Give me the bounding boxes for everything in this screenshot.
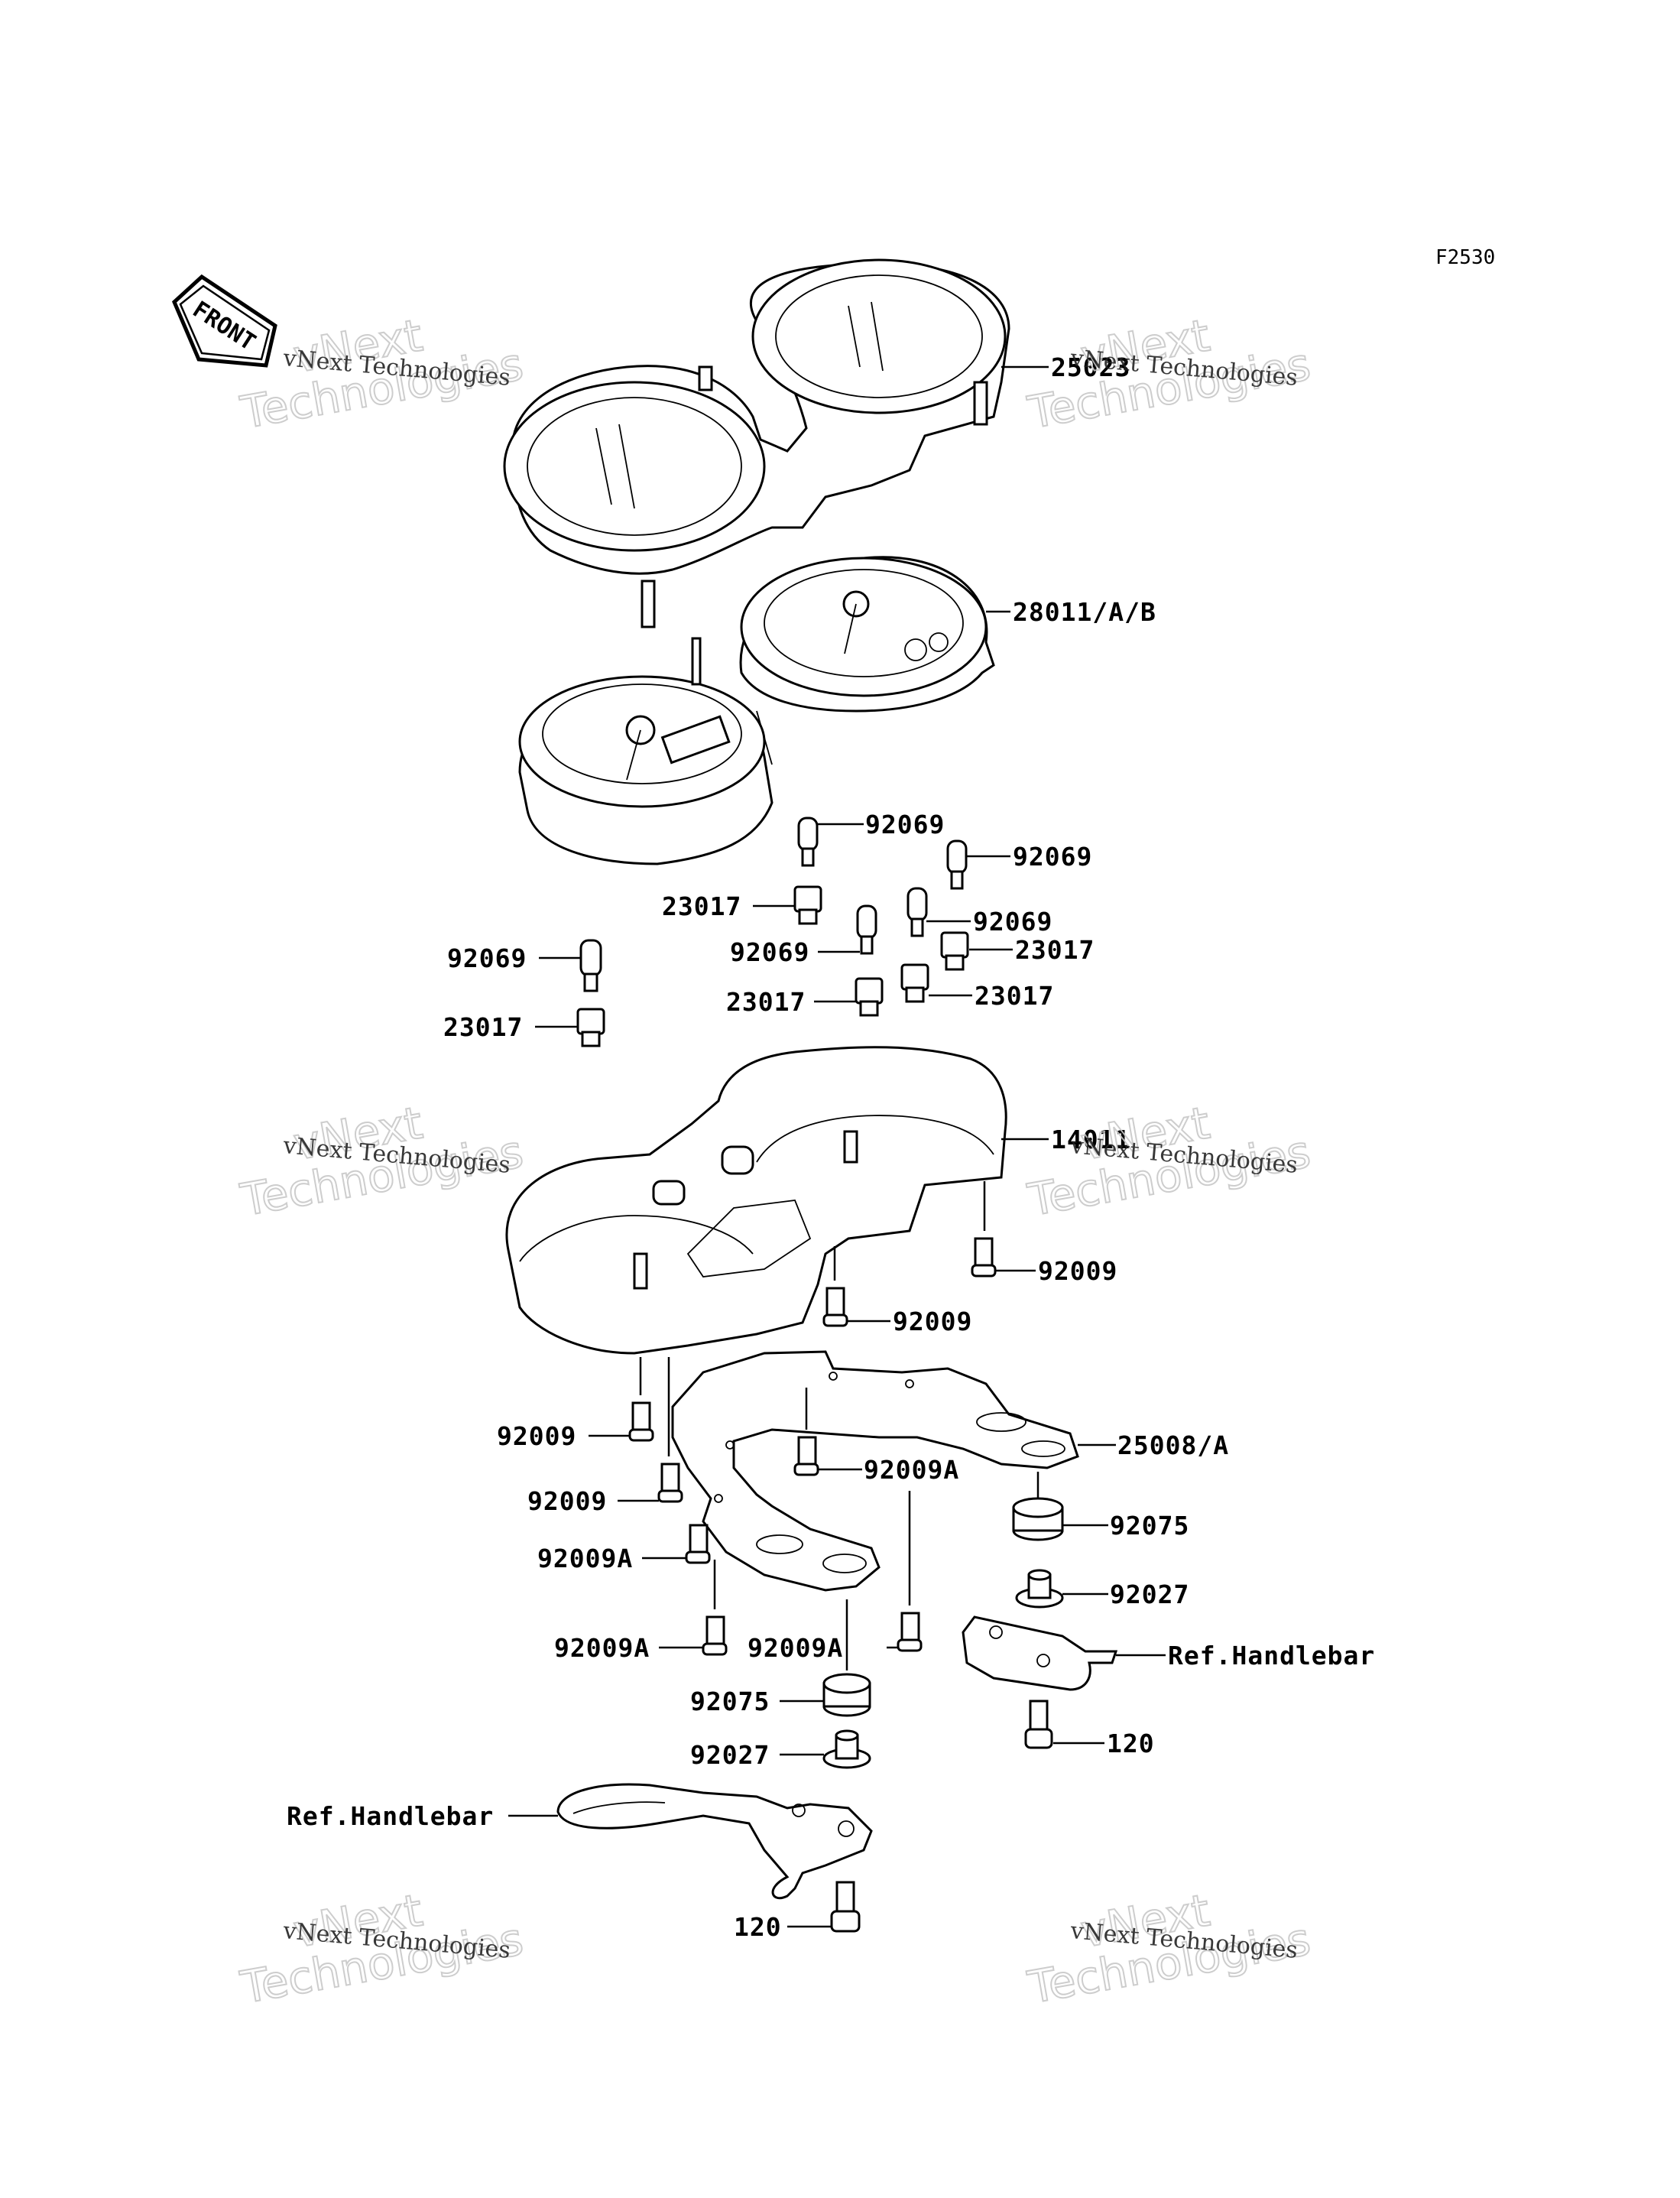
label-92075-1: 92075 — [1110, 1511, 1189, 1541]
socket-icon — [940, 931, 969, 971]
bulb-icon — [946, 839, 968, 890]
label-120-1: 120 — [1107, 1729, 1155, 1758]
label-25008: 25008/A — [1117, 1430, 1229, 1460]
bolt-icon — [830, 1881, 861, 1933]
damper-icon — [822, 1673, 871, 1717]
label-23017-3: 23017 — [975, 981, 1054, 1011]
bulb-icon — [797, 817, 819, 867]
handlebar-bracket-right — [962, 1615, 1118, 1691]
label-92009A-2: 92009A — [537, 1544, 633, 1573]
figure-code: F2530 — [1435, 246, 1495, 269]
label-25023: 25023 — [1051, 352, 1130, 382]
screw-icon — [628, 1401, 654, 1442]
label-120-2: 120 — [734, 1912, 782, 1942]
label-92069-4: 92069 — [730, 937, 809, 967]
label-14011: 14011 — [1051, 1125, 1130, 1154]
collar-icon — [1015, 1569, 1064, 1609]
label-92009-4: 92009 — [527, 1486, 607, 1516]
screw-icon — [685, 1524, 711, 1564]
socket-icon — [793, 885, 822, 925]
label-23017-4: 23017 — [726, 987, 806, 1017]
label-92009A-3: 92009A — [554, 1633, 650, 1663]
label-92009A-1: 92009A — [864, 1455, 959, 1485]
label-28011: 28011/A/B — [1013, 597, 1156, 627]
meter-assembly — [518, 556, 995, 865]
label-23017-5: 23017 — [443, 1012, 523, 1042]
label-92027-2: 92027 — [690, 1740, 770, 1770]
label-92009-1: 92009 — [1038, 1256, 1117, 1286]
label-92075-2: 92075 — [690, 1687, 770, 1716]
label-ref-handlebar-1: Ref.Handlebar — [1168, 1641, 1375, 1670]
screw-icon — [702, 1615, 728, 1656]
damper-icon — [1012, 1497, 1064, 1541]
socket-icon — [900, 963, 929, 1003]
label-92069-1: 92069 — [865, 810, 945, 839]
label-23017-1: 23017 — [662, 891, 741, 921]
label-92009-2: 92009 — [893, 1307, 972, 1336]
label-92009A-4: 92009A — [748, 1633, 843, 1663]
socket-icon — [855, 977, 884, 1017]
screw-icon — [971, 1237, 997, 1278]
label-ref-handlebar-2: Ref.Handlebar — [287, 1801, 494, 1831]
screw-icon — [897, 1612, 923, 1652]
front-arrow-icon: FRONT — [172, 274, 277, 368]
screw-icon — [793, 1436, 819, 1476]
label-23017-2: 23017 — [1015, 935, 1095, 965]
meter-cover — [503, 258, 1010, 628]
label-92069-5: 92069 — [447, 943, 527, 973]
label-92009-3: 92009 — [497, 1421, 576, 1451]
meter-case-lower — [505, 1046, 1007, 1355]
bolt-icon — [1024, 1700, 1053, 1749]
collar-icon — [822, 1729, 871, 1769]
bulb-icon — [906, 887, 928, 937]
label-92069-3: 92069 — [973, 907, 1052, 937]
meter-bracket — [671, 1350, 1079, 1592]
bulb-icon — [856, 904, 877, 955]
label-92069-2: 92069 — [1013, 842, 1092, 872]
handlebar-bracket-left — [556, 1783, 873, 1900]
screw-icon — [822, 1287, 848, 1327]
screw-icon — [657, 1463, 683, 1503]
socket-icon — [576, 1008, 605, 1047]
label-92027-1: 92027 — [1110, 1580, 1189, 1609]
bulb-icon — [579, 939, 602, 992]
